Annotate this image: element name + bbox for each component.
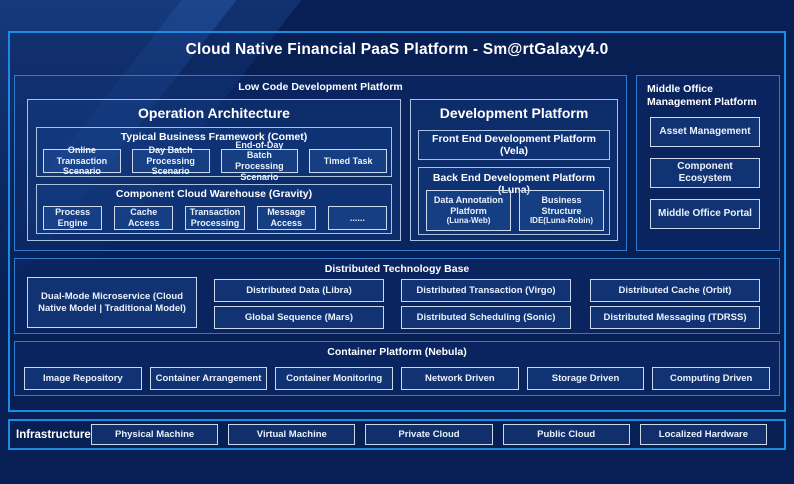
infrastructure-item-localized-hardware: Localized Hardware (639, 424, 768, 445)
box-front-end-development-platform-vela: Front End Development Platform (Vela) (418, 130, 610, 160)
distributed-item-global-sequence-mars: Global Sequence (Mars) (214, 306, 384, 329)
section-infrastructure: Infrastructure Physical Machine Virtual … (8, 419, 786, 450)
box-back-end-development-platform-luna: Back End Development Platform (Luna) Dat… (418, 167, 610, 235)
container-item-computing-driven: Computing Driven (652, 367, 771, 390)
distributed-item-dual-mode-microservice: Dual-Mode Microservice (Cloud Native Mod… (27, 277, 197, 328)
gravity-label: Component Cloud Warehouse (Gravity) (115, 188, 313, 200)
gravity-item-ellipsis: ...... (327, 206, 388, 230)
box-development-platform: Development Platform Front End Developme… (410, 99, 618, 241)
development-platform-title: Development Platform (439, 105, 589, 121)
section-container-platform-nebula: Container Platform (Nebula) Image Reposi… (14, 341, 780, 396)
distributed-item-distributed-data-libra: Distributed Data (Libra) (214, 279, 384, 302)
container-item-container-monitoring: Container Monitoring (275, 367, 394, 390)
back-end-item-title: Data Annotation Platform (433, 195, 504, 216)
infrastructure-label: Infrastructure (16, 428, 91, 441)
section-middle-office-management-platform: Middle Office Management Platform Asset … (636, 75, 780, 251)
middle-office-item-asset-management: Asset Management (650, 117, 760, 147)
back-end-items-row: Data Annotation Platform (Luna-Web) Busi… (426, 190, 604, 231)
operation-architecture-title: Operation Architecture (138, 105, 290, 121)
distributed-item-distributed-scheduling-sonic: Distributed Scheduling (Sonic) (401, 306, 571, 329)
comet-item-day-batch-processing-scenario: Day Batch Processing Scenario (131, 145, 210, 176)
back-end-item-subtitle: (Luna-Web) (446, 216, 491, 226)
container-item-storage-driven: Storage Driven (526, 367, 645, 390)
section-label: Low Code Development Platform (238, 81, 403, 93)
middle-office-item-component-ecosystem: Component Ecosystem (650, 158, 760, 188)
container-items-row: Image Repository Container Arrangement C… (24, 367, 771, 390)
comet-items-row: Online Transaction Scenario Day Batch Pr… (43, 140, 387, 182)
comet-item-timed-task: Timed Task (309, 149, 387, 173)
distributed-item-distributed-messaging-tdrss: Distributed Messaging (TDRSS) (590, 306, 760, 329)
comet-item-end-of-day-batch-processing-scenario: End-of-Day Batch Processing Scenario (220, 140, 299, 182)
gravity-item-transaction-processing: Transaction Processing (185, 206, 245, 230)
gravity-item-process-engine: Process Engine (43, 206, 103, 230)
back-end-item-subtitle: IDE(Luna-Robin) (529, 216, 594, 226)
section-label: Container Platform (Nebula) (327, 346, 467, 358)
page-title: Cloud Native Financial PaaS Platform - S… (185, 41, 609, 58)
infrastructure-item-public-cloud: Public Cloud (502, 424, 630, 445)
section-label: Middle Office Management Platform (647, 83, 757, 109)
back-end-item-data-annotation-platform: Data Annotation Platform (Luna-Web) (426, 190, 511, 231)
box-typical-business-framework-comet: Typical Business Framework (Comet) Onlin… (36, 127, 392, 182)
distributed-item-distributed-cache-orbit: Distributed Cache (Orbit) (590, 279, 760, 302)
middle-office-item-middle-office-portal: Middle Office Portal (650, 199, 760, 229)
box-operation-architecture: Operation Architecture Typical Business … (27, 99, 401, 241)
distributed-item-distributed-transaction-virgo: Distributed Transaction (Virgo) (401, 279, 571, 302)
infrastructure-item-virtual-machine: Virtual Machine (228, 424, 356, 445)
back-end-item-business-structure-ide: Business Structure IDE(Luna-Robin) (519, 190, 604, 231)
container-item-network-driven: Network Driven (401, 367, 519, 390)
main-platform-panel: Cloud Native Financial PaaS Platform - S… (8, 31, 786, 412)
infrastructure-item-private-cloud: Private Cloud (365, 424, 493, 445)
box-component-cloud-warehouse-gravity: Component Cloud Warehouse (Gravity) Proc… (36, 184, 392, 234)
back-end-item-title: Business Structure (541, 195, 582, 216)
back-end-label: Back End Development Platform (Luna) (432, 172, 596, 196)
gravity-items-row: Process Engine Cache Access Transaction … (43, 206, 388, 230)
section-distributed-technology-base: Distributed Technology Base Dual-Mode Mi… (14, 258, 780, 334)
comet-label: Typical Business Framework (Comet) (120, 131, 308, 143)
infrastructure-item-physical-machine: Physical Machine (91, 424, 219, 445)
gravity-item-message-access: Message Access (256, 206, 316, 230)
comet-item-online-transaction-scenario: Online Transaction Scenario (43, 145, 121, 176)
section-low-code-development-platform: Low Code Development Platform Operation … (14, 75, 627, 251)
infrastructure-items-row: Physical Machine Virtual Machine Private… (91, 424, 768, 445)
container-item-image-repository: Image Repository (24, 367, 142, 390)
gravity-item-cache-access: Cache Access (114, 206, 174, 230)
container-item-container-arrangement: Container Arrangement (149, 367, 268, 390)
section-label: Distributed Technology Base (324, 263, 470, 275)
